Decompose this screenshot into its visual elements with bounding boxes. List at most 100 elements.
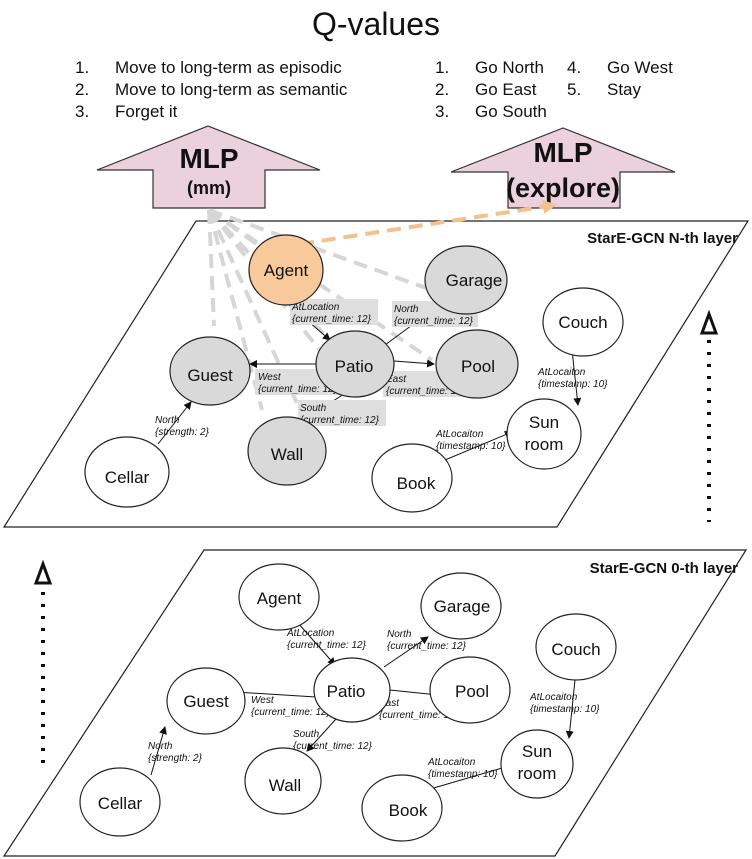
edge-label: AtLocation: [291, 302, 340, 313]
node-label: Pool: [461, 357, 495, 376]
mlp-explore-sublabel: (explore): [506, 173, 620, 203]
edge-qualifier: {current_time: 12}: [293, 741, 373, 752]
mm-action-3: Forget it: [115, 102, 178, 121]
node-garage: Garage: [420, 572, 502, 640]
edge-labels-bottom: AtLocation {current_time: 12} North {cur…: [148, 628, 600, 780]
edge-label: AtLocaiton: [529, 692, 578, 703]
list-number: 2.: [75, 80, 89, 99]
node-pool: Pool: [429, 656, 511, 724]
edge-label: West: [258, 372, 282, 383]
list-number: 2.: [435, 80, 449, 99]
explore-action-3: Go South: [475, 102, 547, 121]
edge-qualifier: {current_time: 12}: [387, 641, 467, 652]
list-number: 5.: [567, 80, 581, 99]
edge-qualifier: {current_time: 12}: [394, 316, 474, 327]
node-wall: Wall: [244, 747, 322, 815]
edge-qualifier: {current_time: 12}: [292, 314, 372, 325]
list-number: 1.: [435, 58, 449, 77]
explore-action-5: Stay: [607, 80, 642, 99]
node-label: Patio: [335, 357, 374, 376]
mm-action-list: 1. Move to long-term as episodic 2. Move…: [75, 58, 348, 121]
edge-qualifier: {current_time: 12}: [251, 707, 331, 718]
edge-label: South: [300, 403, 327, 414]
node-label: Couch: [551, 640, 600, 659]
node-label: Couch: [558, 313, 607, 332]
edge-qualifier: {strength: 2}: [148, 753, 203, 764]
node-book: Book: [371, 443, 453, 513]
node-label: Guest: [187, 366, 233, 385]
node-pool: Pool: [435, 329, 519, 399]
list-number: 3.: [435, 102, 449, 121]
node-label: Guest: [183, 692, 229, 711]
mm-action-2: Move to long-term as semantic: [115, 80, 348, 99]
edge-qualifier: {current_time: 12}: [287, 640, 367, 651]
node-label: Garage: [446, 271, 503, 290]
edge-label: North: [148, 741, 173, 752]
node-label: Sun: [522, 742, 552, 761]
edge-label: North: [387, 629, 412, 640]
node-guest: Guest: [169, 336, 251, 406]
edge-label: AtLocaiton: [537, 367, 586, 378]
nodes-top: Agent Garage Couch Guest Patio Pool Sun …: [84, 234, 624, 513]
node-label: Wall: [271, 445, 303, 464]
edge-label: East: [379, 698, 400, 709]
edge-label: West: [251, 695, 275, 706]
node-label: Book: [389, 801, 428, 820]
explore-action-1: Go North: [475, 58, 544, 77]
node-sunroom: Sun room: [506, 398, 582, 470]
mlp-explore-label: MLP: [533, 137, 592, 168]
node-label: Sun: [529, 413, 559, 432]
node-couch: Couch: [535, 613, 617, 681]
edge-label: South: [293, 729, 320, 740]
edge-qualifier: {timestamp: 10}: [436, 441, 506, 452]
layer-up-arrow-bottom: [33, 559, 53, 772]
node-patio: Patio: [315, 330, 395, 398]
edge-label: AtLocation: [286, 628, 335, 639]
mlp-explore-arrow: MLP (explore): [450, 127, 676, 209]
layer-label-bottom: StarE-GCN 0-th layer: [590, 560, 739, 577]
node-label: room: [525, 435, 564, 454]
edge-qualifier: {current_time: 12}: [379, 710, 459, 721]
node-cellar: Cellar: [79, 767, 161, 837]
edge-qualifier: {current_time: 12}: [386, 386, 466, 397]
edge-label: East: [386, 374, 407, 385]
node-label: Agent: [264, 261, 309, 280]
node-agent: Agent: [238, 563, 320, 631]
edge-qualifier: {current_time: 12}: [300, 415, 380, 426]
edge-qualifier: {timestamp: 10}: [530, 704, 600, 715]
list-number: 3.: [75, 102, 89, 121]
edge-qualifier: {strength: 2}: [155, 427, 210, 438]
node-agent: Agent: [248, 234, 324, 306]
layer-up-arrow-top: [699, 309, 719, 522]
node-label: Wall: [269, 776, 301, 795]
node-cellar: Cellar: [84, 436, 170, 508]
nodes-bottom: Agent Garage Couch Guest Patio Pool Sun …: [79, 563, 617, 842]
mlp-mm-sublabel: (mm): [187, 178, 231, 198]
edge-qualifier: {timestamp: 10}: [428, 769, 498, 780]
node-label: Agent: [257, 589, 302, 608]
node-couch: Couch: [542, 287, 624, 357]
explore-action-list: 1. Go North 2. Go East 3. Go South 4. Go…: [435, 58, 673, 121]
node-garage: Garage: [424, 245, 508, 315]
node-label: Garage: [434, 597, 491, 616]
explore-action-2: Go East: [475, 80, 537, 99]
node-book: Book: [361, 774, 443, 842]
node-label: Cellar: [98, 794, 143, 813]
list-number: 4.: [567, 58, 581, 77]
edge-label: North: [155, 415, 180, 426]
mlp-mm-arrow: MLP (mm): [96, 125, 321, 209]
node-label: room: [518, 764, 557, 783]
layer-label-top: StarE-GCN N-th layer: [587, 230, 738, 247]
node-label: Cellar: [105, 468, 150, 487]
list-number: 1.: [75, 58, 89, 77]
edge-label: AtLocaiton: [427, 757, 476, 768]
node-guest: Guest: [166, 667, 246, 735]
node-sunroom: Sun room: [500, 729, 574, 799]
explore-action-4: Go West: [607, 58, 673, 77]
mm-action-1: Move to long-term as episodic: [115, 58, 342, 77]
edge-label: AtLocaiton: [435, 429, 484, 440]
mlp-mm-label: MLP: [179, 143, 238, 174]
node-label: Book: [397, 474, 436, 493]
edges-bottom: [150, 622, 576, 793]
